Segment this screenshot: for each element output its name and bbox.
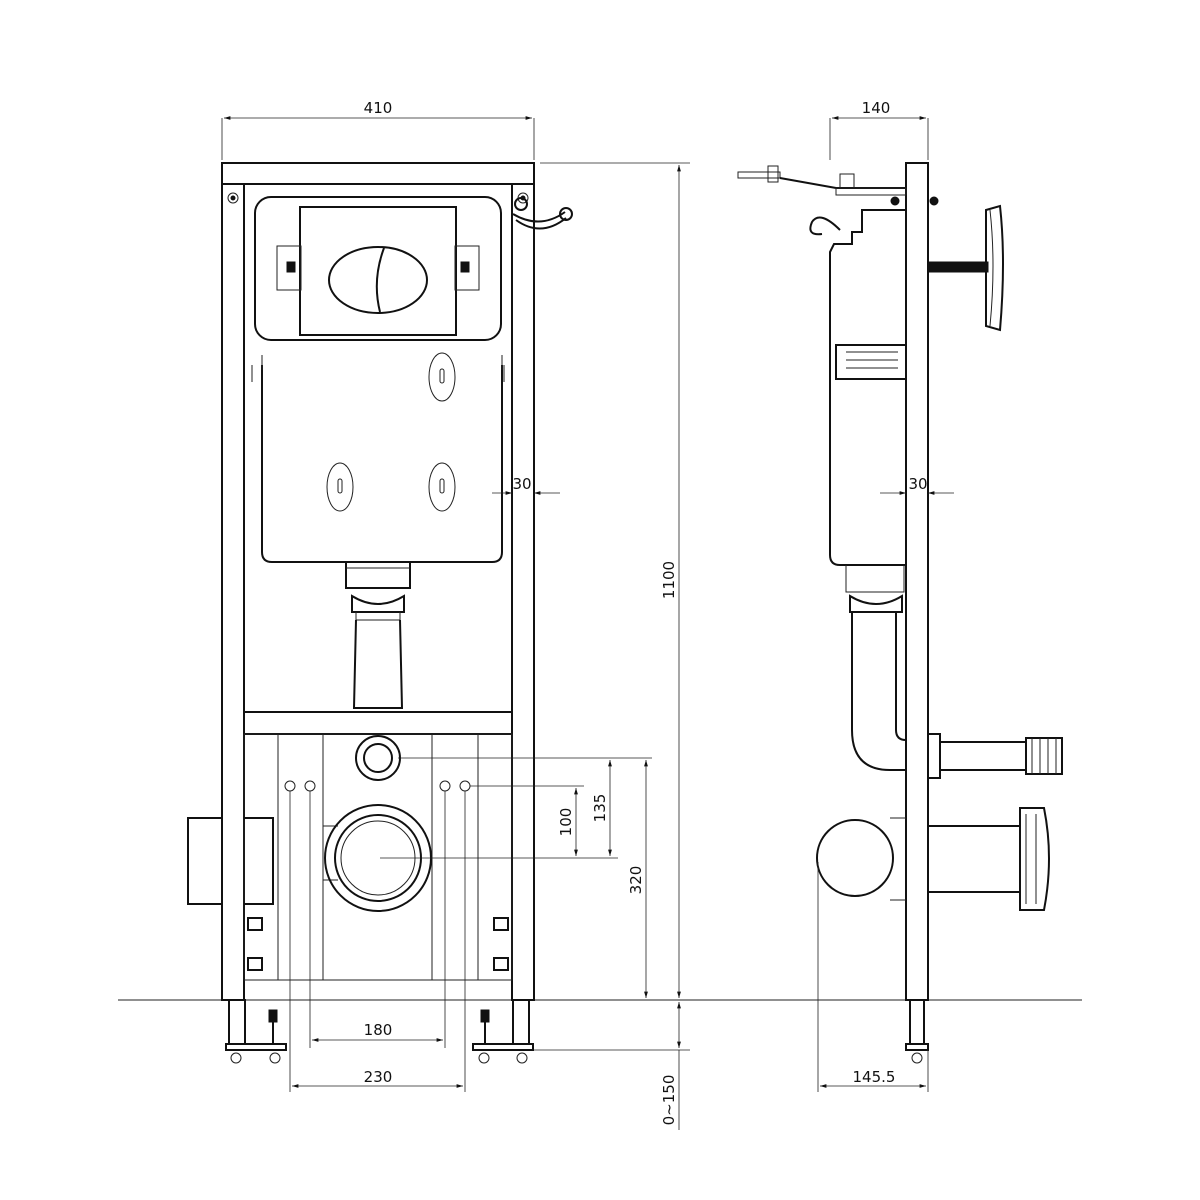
dim-bolt-spacing: 180 xyxy=(364,1021,393,1039)
dimension-lines xyxy=(221,116,954,1130)
inlet-ring xyxy=(355,735,401,781)
front-view xyxy=(187,162,573,1064)
dim-front-offset: 30 xyxy=(512,475,531,493)
dim-outlet-offset: 100 xyxy=(557,808,575,837)
flush-plate-housing xyxy=(254,196,502,341)
dim-front-width: 410 xyxy=(364,99,393,117)
dim-leg-adjust: 0~150 xyxy=(660,1075,678,1126)
dim-outlet-height: 320 xyxy=(627,866,645,895)
dim-side-depth: 140 xyxy=(862,99,891,117)
dim-anchor-spacing: 230 xyxy=(364,1068,393,1086)
dim-total-height: 1100 xyxy=(660,561,678,599)
side-outlet-icon xyxy=(816,819,894,897)
dim-side-offset: 30 xyxy=(908,475,927,493)
dim-inlet-height: 135 xyxy=(591,794,609,823)
side-view xyxy=(737,162,1063,1064)
flush-button-icon xyxy=(328,246,428,314)
dim-side-outlet-depth: 145.5 xyxy=(853,1068,896,1086)
